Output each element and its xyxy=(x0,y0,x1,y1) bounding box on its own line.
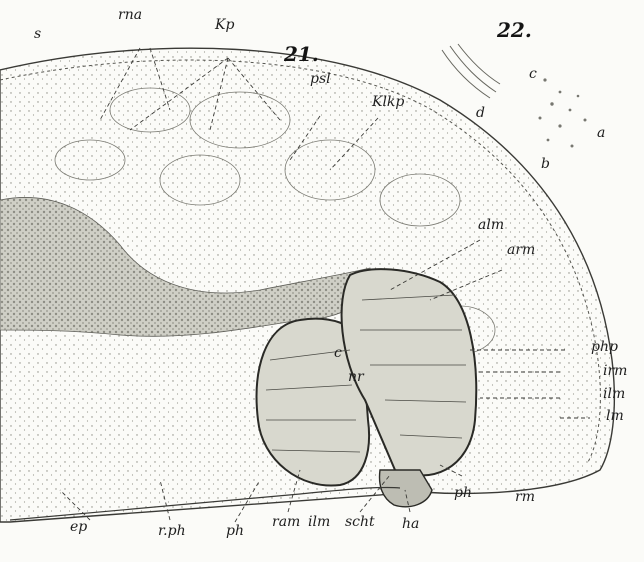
label-d: d xyxy=(476,106,485,120)
label-kp: Kp xyxy=(215,18,234,32)
label-ram: ram xyxy=(272,515,300,529)
label-c: c xyxy=(529,67,537,81)
label-ep: ep xyxy=(70,520,87,534)
figure-21-section xyxy=(0,48,614,522)
label-ph-right: ph xyxy=(454,486,472,500)
label-psl: psl xyxy=(310,72,331,86)
label-b: b xyxy=(541,157,550,171)
label-s: s xyxy=(34,27,41,41)
label-rph: r.ph xyxy=(158,524,186,538)
label-scht: scht xyxy=(345,515,375,529)
label-php: php xyxy=(591,340,618,354)
label-alm: alm xyxy=(478,218,504,232)
label-c-inner: c xyxy=(334,346,342,360)
label-rna: rna xyxy=(118,8,142,22)
label-ilm-bottom: ilm xyxy=(308,515,330,529)
label-irm: irm xyxy=(603,364,627,378)
label-klkp: Klkp xyxy=(372,95,404,109)
figure-22-number: 22. xyxy=(497,20,532,40)
figure-21-number: 21. xyxy=(284,44,319,64)
label-ph-left: ph xyxy=(226,524,244,538)
label-lm: lm xyxy=(606,409,624,423)
label-arm: arm xyxy=(507,243,535,257)
label-ilm-right: ilm xyxy=(603,387,625,401)
label-rm: rm xyxy=(515,490,535,504)
label-nr: nr xyxy=(348,370,364,384)
label-ha: ha xyxy=(402,517,419,531)
label-a: a xyxy=(597,126,605,140)
